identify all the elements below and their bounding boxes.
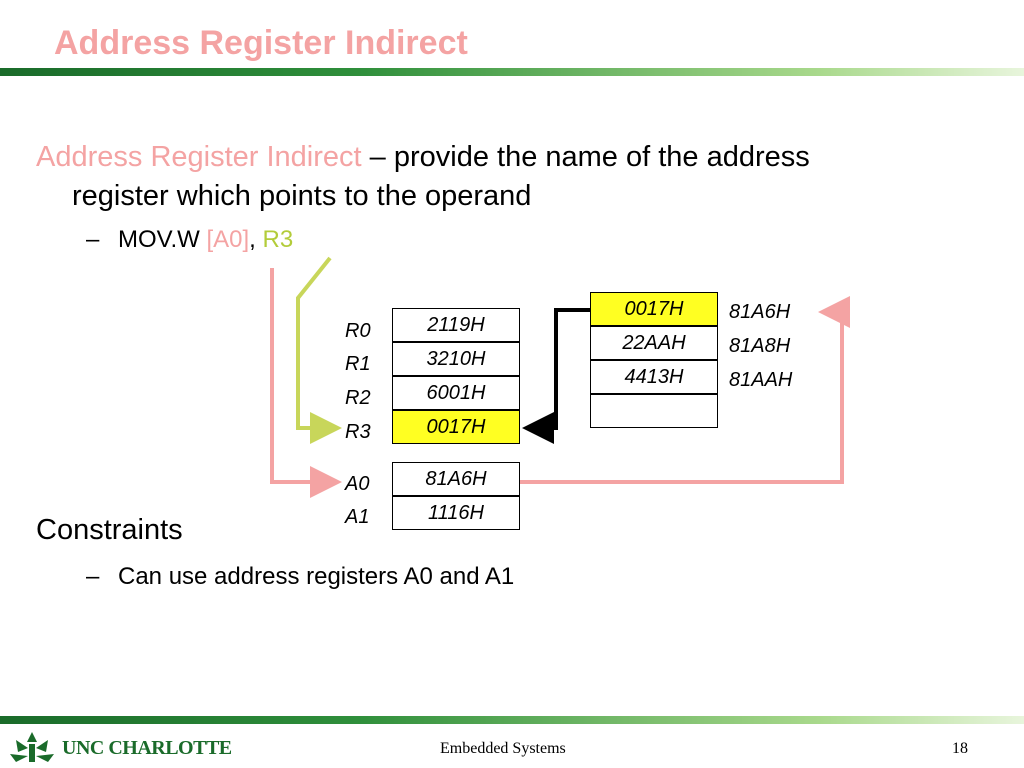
sub-bullet-dash: –	[86, 563, 100, 590]
register-label-r3: R3	[345, 421, 371, 443]
dest-to-r3-arrow	[296, 256, 342, 444]
register-label-r2: R2	[345, 387, 371, 409]
university-logo-text: UNC CHARLOTTE	[62, 737, 232, 759]
bullet-text-line1: – provide the name of the address	[361, 141, 810, 173]
register-a0-value: 81A6H	[392, 462, 520, 496]
footer-course-name: Embedded Systems	[440, 740, 566, 757]
sub-bullet-dash: –	[86, 226, 100, 253]
register-r2-value: 6001H	[392, 376, 520, 410]
instruction-source: [A0]	[206, 226, 250, 253]
memory-cell-2: 4413H	[590, 360, 718, 394]
memory-cell-3	[590, 394, 718, 428]
memory-address-2: 81AAH	[729, 369, 793, 391]
memory-address-1: 81A8H	[729, 335, 791, 357]
source-to-a0-arrow	[270, 268, 342, 498]
bullet-highlight: Address Register Indirect	[36, 141, 362, 173]
page-number: 18	[952, 740, 968, 757]
bullet-text-line2: register which points to the operand	[72, 180, 532, 212]
title-divider-bar	[0, 68, 1024, 76]
constraints-heading: Constraints	[36, 514, 183, 546]
instruction-destination: R3	[262, 226, 294, 253]
constraint-text: Can use address registers A0 and A1	[118, 563, 515, 590]
memory-cell-0: 0017H	[590, 292, 718, 326]
instruction-opcode: MOV.W	[118, 226, 207, 253]
register-r0-value: 2119H	[392, 308, 520, 342]
slide-title: Address Register Indirect	[54, 24, 468, 62]
footer-divider-bar	[0, 716, 1024, 724]
register-label-r1: R1	[345, 353, 371, 375]
register-a1-value: 1116H	[392, 496, 520, 530]
register-label-a1: A1	[345, 506, 370, 528]
register-label-a0: A0	[345, 473, 370, 495]
memory-to-r3-arrow	[522, 308, 590, 444]
a0-to-memory-arrow	[520, 296, 850, 484]
university-logo-icon	[10, 732, 54, 762]
sub-bullet-instruction: –MOV.W [A0], R3	[86, 226, 293, 254]
memory-address-0: 81A6H	[729, 301, 791, 323]
register-r1-value: 3210H	[392, 342, 520, 376]
sub-bullet-constraint: –Can use address registers A0 and A1	[86, 563, 514, 591]
instruction-comma: ,	[249, 226, 263, 253]
bullet-address-register-indirect: Address Register Indirect – provide the …	[36, 138, 976, 216]
register-r3-value: 0017H	[392, 410, 520, 444]
memory-cell-1: 22AAH	[590, 326, 718, 360]
register-label-r0: R0	[345, 320, 371, 342]
